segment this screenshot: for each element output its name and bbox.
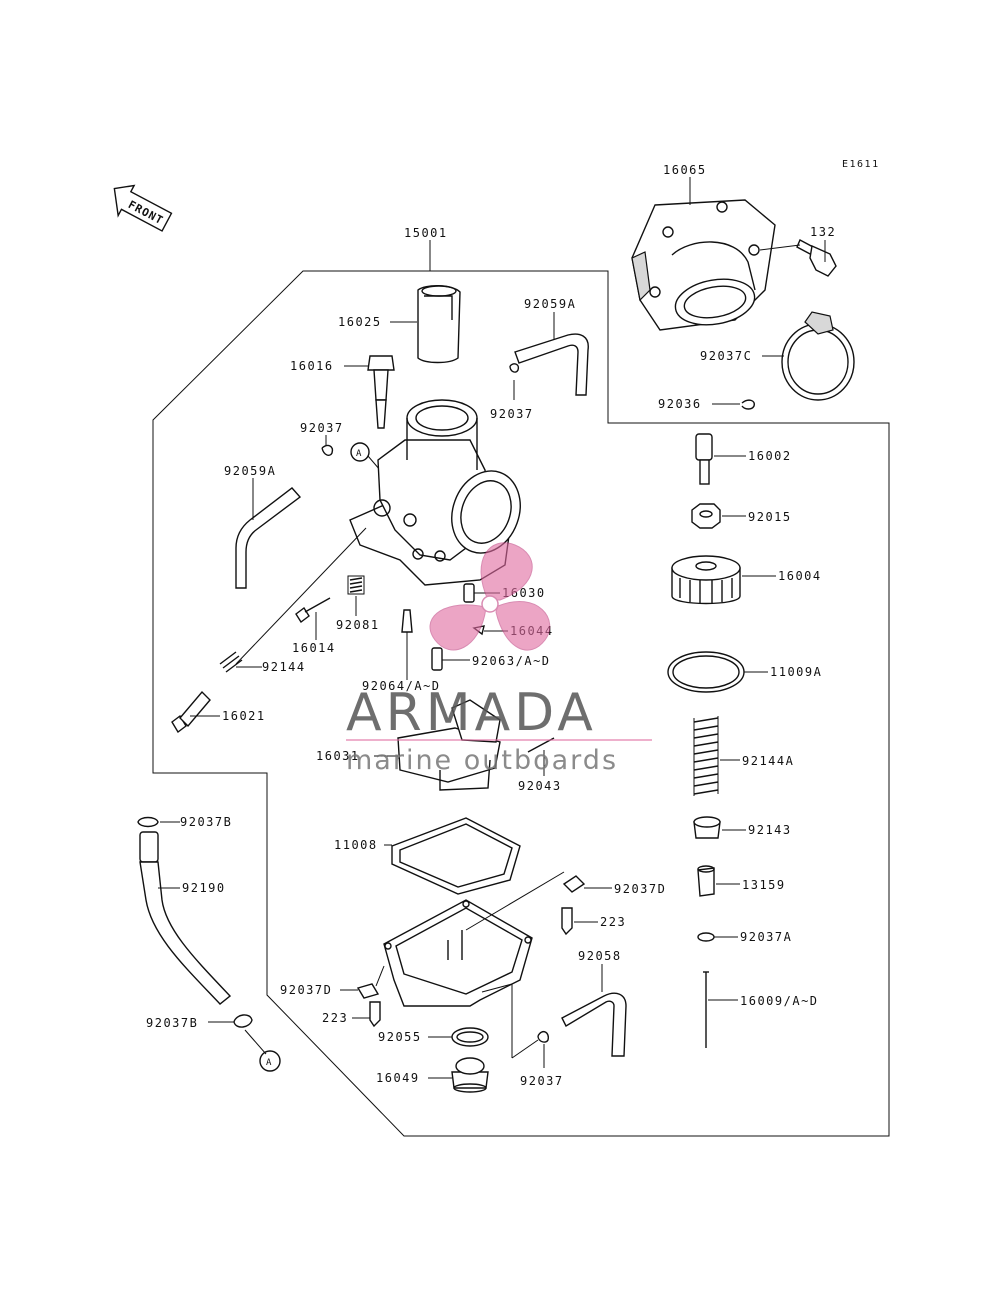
nut-92015 (691, 503, 721, 529)
label-16009: 16009/A~D (740, 994, 819, 1008)
spring-92144a (693, 716, 719, 796)
label-92015: 92015 (748, 510, 792, 524)
watermark-tagline: marine outboards (346, 745, 618, 776)
label-16014: 16014 (292, 641, 336, 655)
screw-223-right (561, 907, 573, 936)
label-11009a: 11009A (770, 665, 822, 679)
label-16021: 16021 (222, 709, 266, 723)
label-92037-bottom: 92037 (520, 1074, 564, 1088)
assembly-outline (152, 270, 890, 1137)
jet-needle-16009 (703, 971, 709, 1048)
label-92037d-right: 92037D (614, 882, 666, 896)
o-ring-11009a (667, 651, 745, 693)
label-16049: 16049 (376, 1071, 420, 1085)
float-bowl (383, 899, 533, 1007)
label-92036: 92036 (658, 397, 702, 411)
spring-92144 (219, 651, 243, 673)
label-92037-mid: 92037 (490, 407, 534, 421)
clip-92037-left (321, 444, 334, 456)
clip-92037d-left (356, 983, 380, 999)
jet-16030 (463, 583, 475, 603)
clip-92037b-top (137, 816, 159, 828)
label-92037b-top: 92037B (180, 815, 232, 829)
label-92037c: 92037C (700, 349, 752, 363)
label-92143: 92143 (748, 823, 792, 837)
hose-92058 (561, 992, 627, 1057)
ref-marker-bottom-label: A (266, 1058, 273, 1068)
label-92064: 92064/A~D (362, 679, 441, 693)
screw-223-left (369, 1001, 381, 1028)
label-92144a: 92144A (742, 754, 794, 768)
clip-92037a (697, 932, 715, 942)
bolt-132 (796, 239, 837, 277)
label-92037b-bottom: 92037B (146, 1016, 198, 1030)
holder-13159 (697, 865, 715, 897)
label-223-left: 223 (322, 1011, 348, 1025)
drain-plug-16049 (451, 1057, 489, 1093)
label-92037d-left: 92037D (280, 983, 332, 997)
label-92059a-top: 92059A (524, 297, 576, 311)
label-92055: 92055 (378, 1030, 422, 1044)
label-92144: 92144 (262, 660, 306, 674)
label-16031: 16031 (316, 749, 360, 763)
carburetor-body (349, 399, 521, 586)
cable-adjuster-16002 (695, 433, 713, 485)
label-15001: 15001 (404, 226, 448, 240)
label-132: 132 (810, 225, 836, 239)
clip-92037d-right (562, 875, 586, 893)
gasket-11008 (391, 817, 521, 895)
label-92190: 92190 (182, 881, 226, 895)
clip-92036 (741, 399, 755, 410)
label-92037-left: 92037 (300, 421, 344, 435)
intake-flange-16065 (631, 199, 776, 331)
ref-marker-bottom (259, 1050, 281, 1072)
label-16002: 16002 (748, 449, 792, 463)
spring-92081 (347, 575, 365, 595)
clip-92037-bottom (537, 1030, 550, 1043)
label-223-right: 223 (600, 915, 626, 929)
clip-92037-mid (509, 363, 520, 373)
jet-92064 (401, 609, 413, 633)
watermark-logo-icon (429, 542, 551, 651)
top-cap-16004 (671, 555, 741, 605)
pilot-screw-16014 (295, 597, 331, 624)
throttle-slide-16025 (417, 285, 461, 364)
front-arrow-icon: FRONT (113, 184, 173, 232)
hose-92059a-left (235, 487, 302, 589)
label-11008: 11008 (334, 838, 378, 852)
label-13159: 13159 (742, 878, 786, 892)
ref-marker-top-label: A (356, 449, 363, 459)
diagram-code: E1611 (842, 159, 880, 170)
label-16025: 16025 (338, 315, 382, 329)
needle-holder-92143 (693, 816, 721, 839)
hose-92059a-top (514, 333, 589, 396)
watermark-brand: ARMADA (346, 683, 597, 743)
label-16016: 16016 (290, 359, 334, 373)
hose-92190 (139, 831, 232, 1005)
label-92058: 92058 (578, 949, 622, 963)
label-16004: 16004 (778, 569, 822, 583)
label-92059a-left: 92059A (224, 464, 276, 478)
clip-92037b-bottom (233, 1014, 253, 1028)
label-92063: 92063/A~D (472, 654, 551, 668)
float-16031 (397, 699, 501, 791)
jet-92063 (431, 647, 443, 671)
air-screw-16016 (367, 355, 395, 429)
label-92043: 92043 (518, 779, 562, 793)
label-92037a: 92037A (740, 930, 792, 944)
label-16065: 16065 (663, 163, 707, 177)
ref-marker-top (350, 442, 370, 462)
label-92081: 92081 (336, 618, 380, 632)
clamp-92037c (781, 311, 855, 401)
screw-16021 (171, 690, 211, 734)
